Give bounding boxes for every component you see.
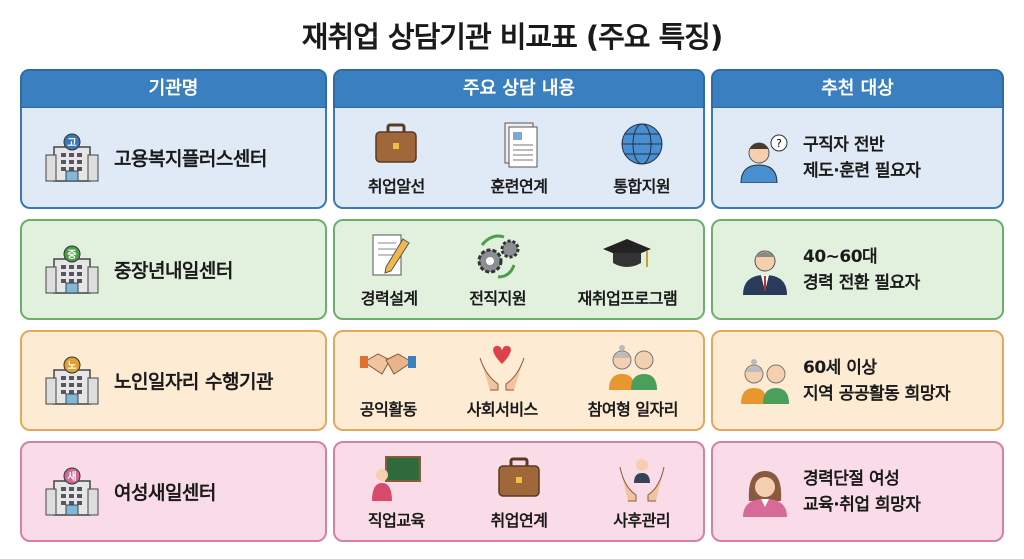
header-services: 주요 상담 내용 [333,69,705,109]
briefcase-icon [368,119,424,169]
target-line2: 지역 공공활동 희망자 [803,383,951,404]
hands-person-icon [614,453,670,503]
service-label: 통합지원 [613,176,671,196]
elderly-couple-icon [737,356,793,406]
service-label: 참여형 일자리 [587,399,679,419]
service-label: 훈련연계 [490,176,548,196]
page-title: 재취업 상담기관 비교표 (주요 특징) [301,20,723,54]
services-cell: 취업알선 훈련연계 통합지원 [333,108,705,209]
service-item: 통합지원 [613,119,671,197]
target-line1: 60세 이상 [803,357,877,378]
service-item: 훈련연계 [491,119,548,197]
target-line1: 경력단절 여성 [803,468,900,489]
org-cell: 노 노인일자리 수행기관 [20,330,327,431]
target-line2: 교육·취업 희망자 [803,494,921,515]
svg-text:새: 새 [67,470,76,483]
service-label: 공익활동 [359,399,417,419]
service-label: 사후관리 [613,510,671,530]
service-label: 직업교육 [367,510,425,530]
service-item: 직업교육 [368,453,425,531]
header-org: 기관명 [20,69,327,109]
service-label: 재취업프로그램 [577,288,678,308]
service-label: 경력설계 [360,288,418,308]
building-icon: 노 [44,356,100,406]
services-cell: 공익활동 사회서비스 참여형 일자리 [333,330,705,431]
services-cell: 경력설계 전직지원 재취업프로그램 [333,219,705,320]
service-item: 사후관리 [613,453,671,531]
service-label: 취업연계 [490,510,548,530]
businessman-icon [737,245,793,295]
gears-icon [470,231,526,281]
target-line1: 40~60대 [803,246,878,267]
teacher-board-icon [368,453,424,503]
graduation-cap-icon [599,231,655,281]
service-item: 경력설계 [361,231,418,309]
target-line2: 제도·훈련 필요자 [803,160,921,181]
target-line1: 구직자 전반 [803,134,885,155]
service-item: 전직지원 [469,231,527,309]
service-item: 사회서비스 [467,342,538,420]
elderly-couple-icon [605,342,661,392]
briefcase-icon [491,453,547,503]
org-name: 중장년내일센터 [114,260,233,282]
services-cell: 직업교육 취업연계 사후관리 [333,441,705,542]
org-name: 고용복지플러스센터 [114,148,267,170]
org-cell: 고 고용복지플러스센터 [20,108,327,209]
service-label: 사회서비스 [466,399,539,419]
service-item: 재취업프로그램 [578,231,678,309]
service-item: 취업연계 [491,453,548,531]
svg-text:노: 노 [67,360,76,372]
service-label: 취업알선 [367,176,425,196]
heart-hands-icon [474,342,530,392]
org-cell: 새 여성새일센터 [20,441,327,542]
service-item: 참여형 일자리 [587,342,679,420]
org-name: 여성새일센터 [114,482,216,504]
org-cell: 중 중장년내일센터 [20,219,327,320]
svg-text:?: ? [776,137,782,150]
service-item: 공익활동 [360,342,417,420]
header-target: 추천 대상 [711,69,1004,109]
org-name: 노인일자리 수행기관 [114,371,273,393]
svg-text:고: 고 [67,137,76,149]
svg-text:중: 중 [67,249,76,261]
building-icon: 고 [44,133,100,183]
handshake-icon [360,342,417,392]
service-item: 취업알선 [368,119,425,197]
building-icon: 중 [44,245,100,295]
building-icon: 새 [44,467,100,517]
document-icon [491,119,547,169]
globe-icon [614,119,670,169]
target-line2: 경력 전환 필요자 [803,272,920,293]
service-label: 전직지원 [469,288,527,308]
person-question-icon: ? [737,133,793,183]
woman-icon [737,467,793,517]
notepad-pencil-icon [361,231,417,281]
